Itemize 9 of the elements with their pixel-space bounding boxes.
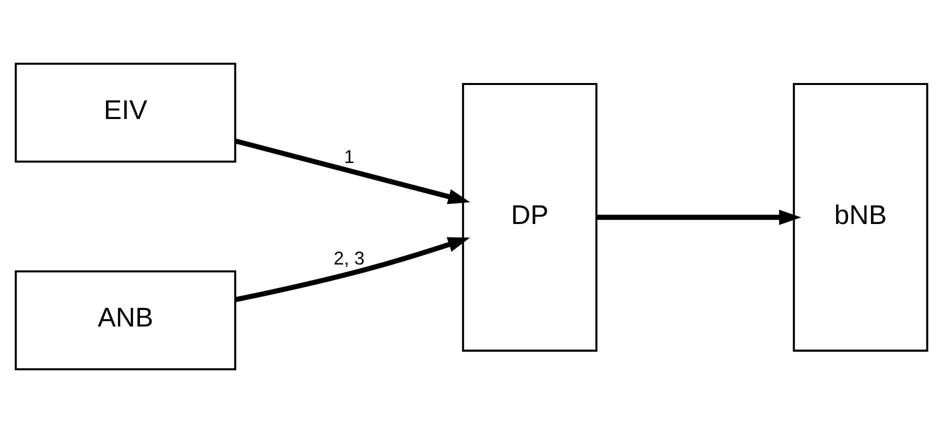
edge-label: 2, 3 bbox=[334, 246, 365, 268]
arrow bbox=[235, 138, 470, 204]
node-box: DP bbox=[462, 82, 598, 352]
edge-label: 1 bbox=[344, 145, 354, 166]
arrow bbox=[235, 236, 470, 302]
arrow bbox=[596, 209, 802, 225]
node-box: bNB bbox=[792, 82, 928, 352]
node-box: ANB bbox=[14, 270, 236, 370]
node-box: EIV bbox=[14, 62, 236, 162]
